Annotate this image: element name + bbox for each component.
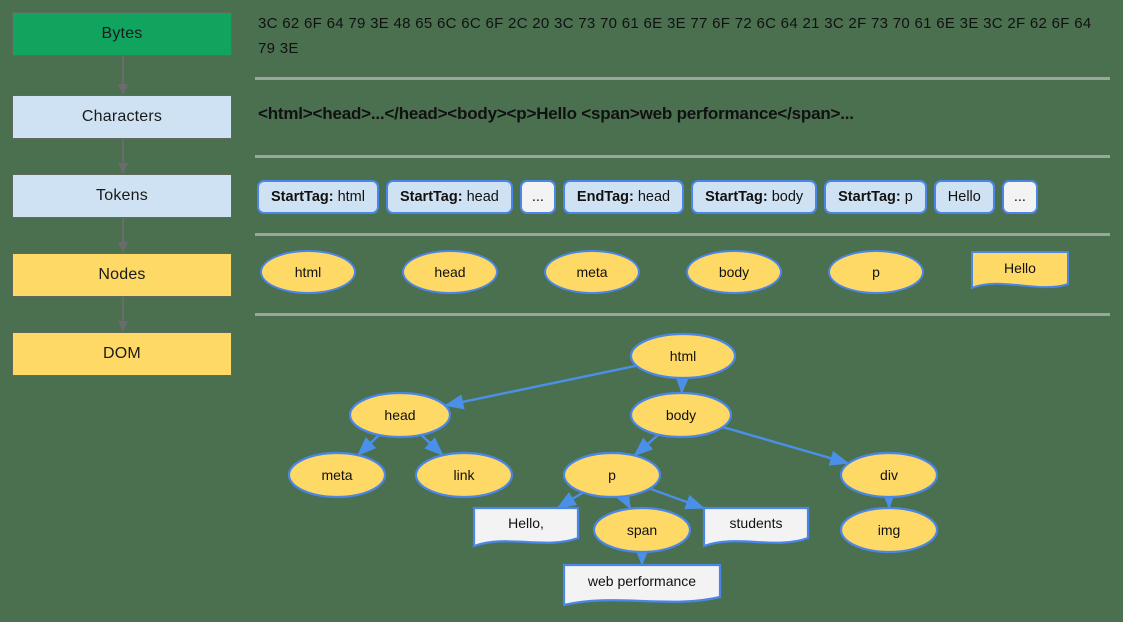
tree-edge-p-to-students xyxy=(649,487,705,510)
node-label: head xyxy=(434,264,466,280)
token-chip[interactable]: StartTag:p xyxy=(824,180,927,214)
tree-edge-head-to-meta xyxy=(356,434,380,457)
token-kind: StartTag: xyxy=(271,189,334,205)
node-ellipse-body[interactable]: body xyxy=(686,250,782,294)
section-divider-0 xyxy=(255,77,1110,80)
tree-node-webperf[interactable] xyxy=(562,563,722,607)
tree-node-students[interactable] xyxy=(702,506,810,548)
token-value: head xyxy=(637,189,671,205)
token-chip[interactable]: StartTag:html xyxy=(257,180,379,214)
node-ellipse-head[interactable]: head xyxy=(402,250,498,294)
tree-node-span[interactable] xyxy=(592,506,692,554)
tree-node-head[interactable] xyxy=(348,391,452,439)
tree-node-meta[interactable] xyxy=(287,451,387,499)
tree-edge-html-to-body xyxy=(674,374,691,394)
tree-node-div[interactable] xyxy=(839,451,939,499)
bytes-hex-text: 3C 62 6F 64 79 3E 48 65 6C 6C 6F 2C 20 3… xyxy=(258,15,1092,57)
token-value: ... xyxy=(531,189,544,205)
node-label: p xyxy=(872,264,880,280)
section-divider-2 xyxy=(255,233,1110,236)
pipeline-stage-label: DOM xyxy=(103,345,141,362)
tree-node-body[interactable] xyxy=(629,391,733,439)
tree-node-link[interactable] xyxy=(414,451,514,499)
token-value: body xyxy=(771,189,804,205)
node-label: body xyxy=(718,264,750,280)
section-divider-1 xyxy=(255,155,1110,158)
document-shape-icon xyxy=(971,251,1069,290)
pipeline-arrow-down-icon xyxy=(115,56,131,95)
node-ellipse-html[interactable]: html xyxy=(260,250,356,294)
pipeline-arrow-down-icon xyxy=(115,218,131,253)
token-kind: EndTag: xyxy=(576,189,634,205)
token-kind: StartTag: xyxy=(838,189,901,205)
pipeline-stage-label: Bytes xyxy=(101,25,143,42)
token-chip[interactable]: StartTag:head xyxy=(385,180,513,214)
tree-edge-body-to-p xyxy=(633,433,660,457)
pipeline-stage-dom: DOM xyxy=(12,332,232,376)
node-ellipse-meta[interactable]: meta xyxy=(544,250,640,294)
token-kind: StartTag: xyxy=(705,189,768,205)
section-divider-3 xyxy=(255,313,1110,316)
token-chip[interactable]: EndTag:head xyxy=(562,180,685,214)
token-chip[interactable]: Hello xyxy=(933,180,995,214)
pipeline-arrow-down-icon xyxy=(115,139,131,174)
pipeline-stage-characters: Characters xyxy=(12,95,232,139)
node-label: meta xyxy=(576,264,608,280)
tree-node-hello[interactable] xyxy=(472,506,580,548)
pipeline-arrow-down-icon xyxy=(115,297,131,332)
tree-edge-p-to-span xyxy=(614,488,632,510)
token-value: head xyxy=(466,189,499,205)
tree-node-p[interactable] xyxy=(562,451,662,499)
node-label: html xyxy=(294,264,322,280)
pipeline-stage-label: Nodes xyxy=(98,266,146,283)
token-chip[interactable]: StartTag:body xyxy=(691,180,818,214)
tree-edge-html-to-head xyxy=(444,364,637,410)
node-ellipse-p[interactable]: p xyxy=(828,250,924,294)
pipeline-stage-nodes: Nodes xyxy=(12,253,232,297)
tree-node-html[interactable] xyxy=(629,332,737,380)
token-kind: StartTag: xyxy=(399,189,463,205)
token-value: ... xyxy=(1013,189,1026,205)
pipeline-stage-label: Characters xyxy=(81,108,163,125)
tree-node-img[interactable] xyxy=(839,506,939,554)
node-document-hello[interactable]: Hello xyxy=(970,250,1070,294)
characters-markup-text: <html><head>...</head><body><p>Hello <sp… xyxy=(258,104,854,123)
nodes-row: html head meta body p Hello xyxy=(260,250,1070,294)
tree-edge-head-to-link xyxy=(420,434,444,457)
pipeline-stage-bytes: Bytes xyxy=(12,12,232,56)
pipeline-stage-tokens: Tokens xyxy=(12,174,232,218)
token-value: p xyxy=(904,189,913,205)
token-value: html xyxy=(337,189,365,205)
token-chip[interactable]: ... xyxy=(1001,180,1038,214)
tree-edge-body-to-div xyxy=(722,425,850,466)
tree-edge-p-to-hello xyxy=(556,491,584,510)
dom-tree-canvas xyxy=(287,332,939,607)
token-value: Hello xyxy=(947,189,981,205)
token-chip[interactable]: ... xyxy=(519,180,556,214)
node-label: Hello xyxy=(1004,260,1036,276)
pipeline-stage-label: Tokens xyxy=(96,187,148,204)
